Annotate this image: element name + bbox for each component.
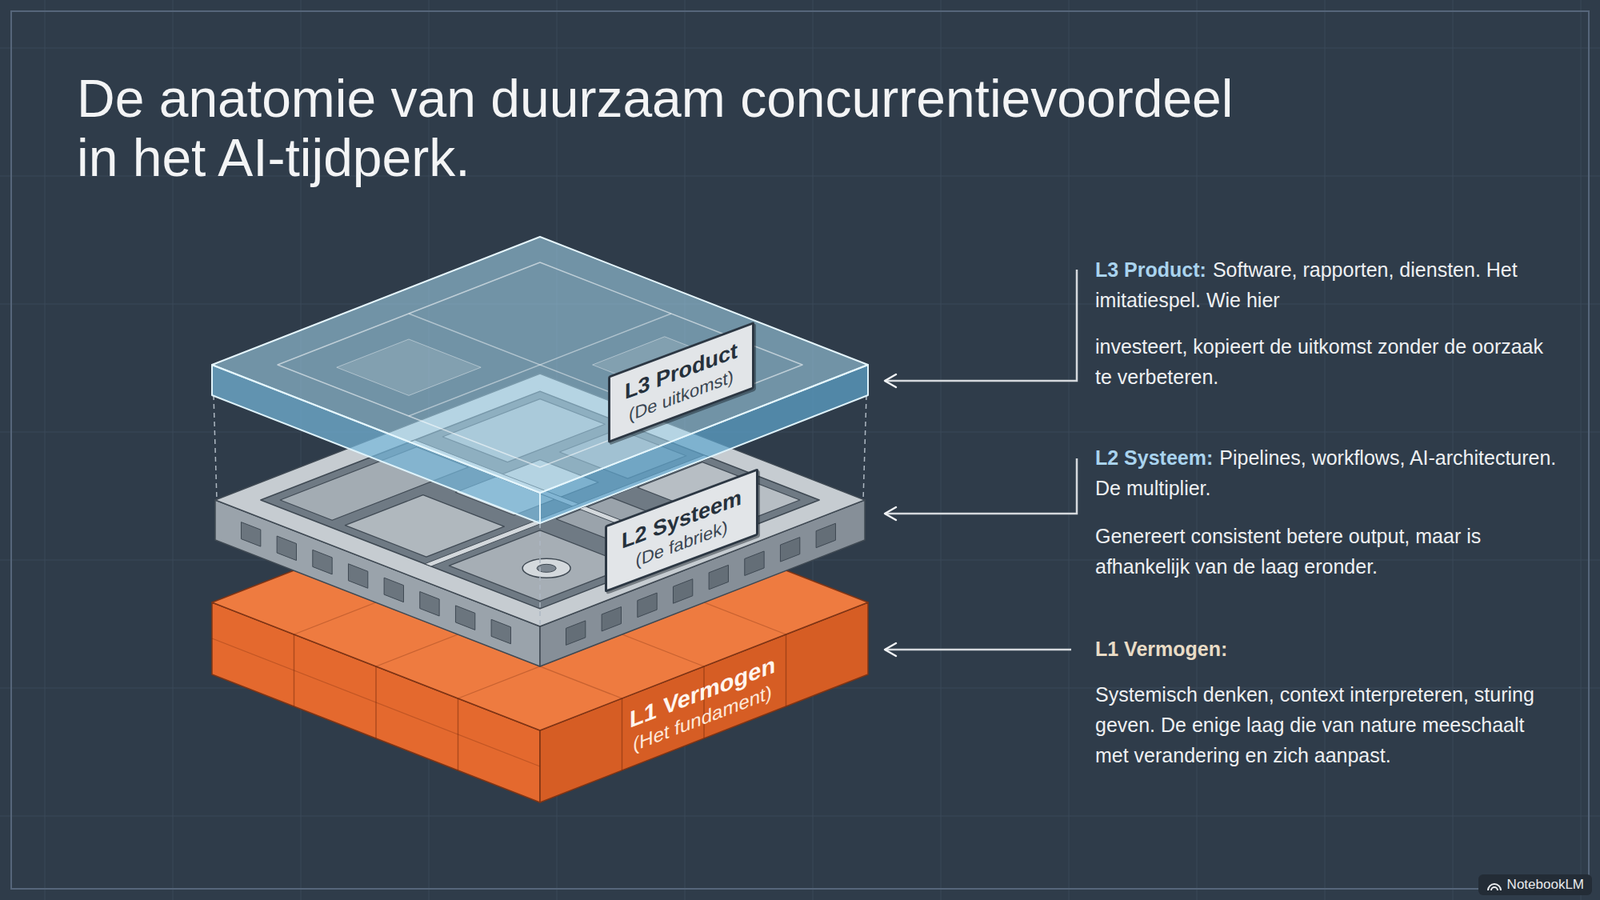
frame-vent: [816, 523, 836, 548]
brick-seam: [785, 634, 788, 707]
frame-vent: [491, 619, 511, 644]
layer-label-plate: L2 Systeem(De fabriek): [604, 468, 759, 593]
dashed-guide: [863, 395, 867, 500]
grid-line: [812, 0, 814, 900]
title: De anatomie van duurzaam concurrentievoo…: [76, 68, 1261, 188]
layer-label-plate: L3 Product(De uitkomst): [608, 321, 755, 444]
watermark-icon: [1486, 878, 1503, 892]
brick-seam: [212, 638, 540, 767]
watermark: NotebookLM: [1478, 874, 1592, 896]
gear: [522, 558, 571, 578]
frame-vent: [708, 564, 728, 589]
frame-vent: [420, 592, 440, 616]
layer-description: Genereert consistent betere output, maar…: [1095, 524, 1481, 578]
grid-line: [1068, 0, 1070, 900]
grid-line: [44, 0, 46, 900]
grid-line: [940, 0, 942, 900]
glass-slab: [212, 236, 868, 524]
layer-heading: L2 Systeem:: [1095, 446, 1213, 469]
glass-top: [212, 236, 868, 493]
frame: [11, 11, 1589, 889]
glass-pane: [336, 339, 481, 396]
leader-lines: [884, 269, 1077, 656]
leader-arrowhead: [884, 507, 896, 520]
grid-line: [0, 432, 1600, 433]
frame-vent: [601, 607, 621, 632]
frame-vent: [240, 522, 260, 547]
layer-face-label: L1 Vermogen(Het fundament): [623, 644, 782, 764]
description-block: Genereert consistent betere output, maar…: [1095, 520, 1560, 582]
grid-line: [1580, 0, 1582, 900]
frame-vent: [565, 620, 585, 645]
dashed-guide: [213, 395, 217, 500]
description-block: investeert, kopieert de uitkomst zonder …: [1095, 331, 1560, 392]
dashed-guide: [539, 523, 541, 627]
frame-vent: [637, 592, 657, 617]
watermark-text: NotebookLM: [1507, 876, 1584, 893]
frame-vent: [455, 605, 475, 630]
layer-description: investeert, kopieert de uitkomst zonder …: [1095, 335, 1544, 388]
description-block: L3 Product:Software, rapporten, diensten…: [1095, 254, 1560, 316]
brick-seam: [621, 698, 624, 771]
background-grid: [44, 0, 1581, 900]
layer-heading: L3 Product:: [1095, 258, 1207, 281]
frame-vent: [312, 549, 332, 574]
description-block: L2 Systeem:Pipelines, workflows, AI-arch…: [1095, 442, 1560, 504]
glass-pane: [277, 262, 803, 468]
description-block: Systemisch denken, context interpreteren…: [1095, 679, 1560, 771]
grid-line: [0, 816, 1600, 817]
description-block: L1 Vermogen:: [1095, 633, 1560, 664]
leader-line: [884, 458, 1077, 514]
frame-vent: [780, 537, 800, 562]
grid-line: [0, 304, 1600, 305]
frame-vent: [348, 564, 368, 588]
grid-line: [0, 48, 1600, 49]
leader-line: [884, 648, 1072, 652]
frame-vent: [672, 579, 692, 604]
layer-description: Systemisch denken, context interpreteren…: [1095, 683, 1535, 767]
frame-vent: [276, 536, 296, 560]
leader-line: [884, 269, 1077, 381]
background-grid: [0, 48, 1600, 816]
frame-vent: [384, 577, 404, 602]
leader-arrowhead: [884, 374, 896, 388]
frame-vent: [744, 551, 764, 576]
leader-arrowhead: [884, 643, 896, 656]
layer-heading: L1 Vermogen:: [1095, 637, 1228, 660]
